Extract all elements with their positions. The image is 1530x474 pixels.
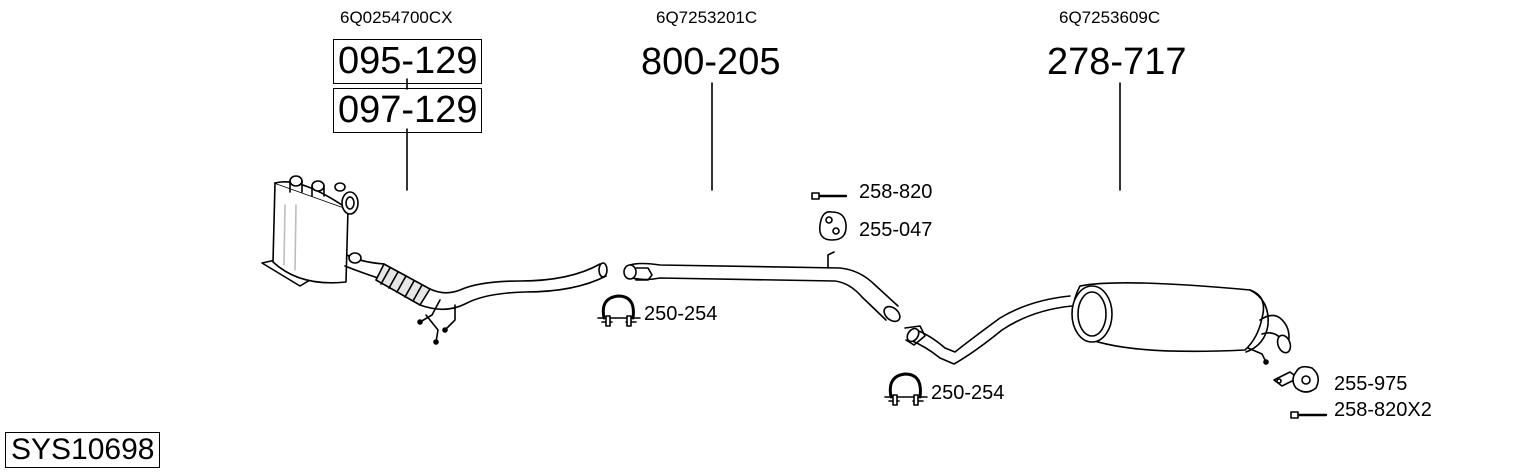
clamp-icon-1[interactable] bbox=[597, 294, 641, 327]
part-number-rear[interactable]: 278-717 bbox=[1047, 41, 1187, 83]
rubber-mount-label-1[interactable]: 255-047 bbox=[859, 219, 933, 241]
oem-label-middle: 6Q7253201C bbox=[656, 8, 758, 27]
rubber-mount-label-2[interactable]: 255-975 bbox=[1334, 373, 1408, 395]
part-number-middle[interactable]: 800-205 bbox=[641, 41, 781, 83]
rubber-mount-icon-2[interactable] bbox=[1273, 365, 1320, 393]
clamp-icon-2[interactable] bbox=[884, 372, 928, 406]
middle-pipe[interactable] bbox=[623, 251, 903, 324]
bolt-label-2[interactable]: 258-820X2 bbox=[1334, 399, 1432, 421]
system-code-box: SYS10698 bbox=[5, 432, 161, 468]
part-number-box-1[interactable]: 095-129 bbox=[333, 39, 483, 84]
bolt-icon-2[interactable] bbox=[1290, 411, 1328, 419]
bolt-label-1[interactable]: 258-820 bbox=[859, 181, 933, 203]
oem-label-front: 6Q0254700CX bbox=[340, 8, 453, 27]
rubber-mount-icon-1[interactable] bbox=[818, 210, 847, 241]
oem-label-rear: 6Q7253609C bbox=[1059, 8, 1161, 27]
clamp-label-1[interactable]: 250-254 bbox=[644, 303, 718, 325]
particulate-filter-assembly[interactable] bbox=[261, 175, 608, 345]
rear-silencer-assembly[interactable] bbox=[904, 282, 1293, 365]
clamp-label-2[interactable]: 250-254 bbox=[931, 382, 1005, 404]
bolt-icon-1[interactable] bbox=[811, 192, 848, 200]
